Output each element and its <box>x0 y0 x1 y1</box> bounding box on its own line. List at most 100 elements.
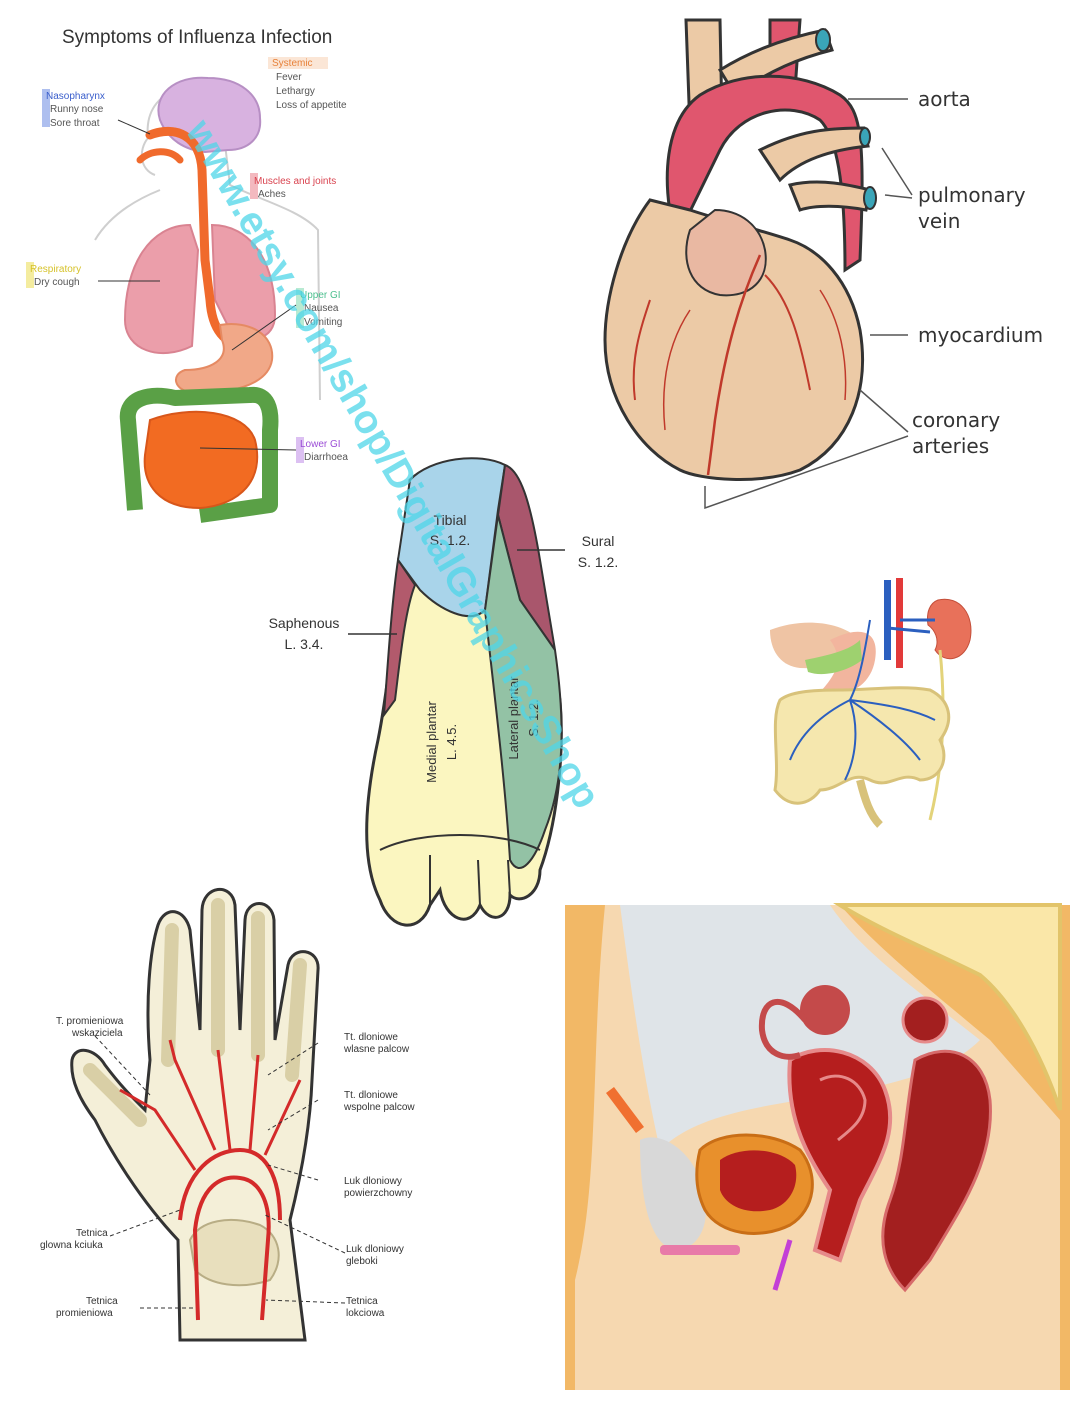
large-intestine <box>119 386 279 523</box>
intestine-lower <box>856 779 883 828</box>
systemic-fever: Fever <box>276 72 302 83</box>
hand-label-5b: glowna kciuka <box>40 1240 103 1251</box>
sural-label-2: S. 1.2. <box>578 554 618 570</box>
coronary-artery-3 <box>632 299 651 401</box>
foot-saphenous <box>382 557 417 719</box>
hand-label-4b: powierzchowny <box>344 1188 412 1199</box>
coronary-label-2: arteries <box>912 434 989 458</box>
systemic-tag <box>268 57 328 69</box>
hand-panel: T. promieniowa wskaziciela Tt. dloniowe … <box>40 887 415 1342</box>
superficial-palmar-arch <box>178 1147 282 1221</box>
pancreas <box>805 640 862 675</box>
coronary-leader-2 <box>704 435 909 510</box>
lower-gi-diarrhoea: Diarrhoea <box>304 452 348 463</box>
respiratory-dry-cough: Dry cough <box>34 277 80 288</box>
muscles-aches: Aches <box>258 189 286 200</box>
kidney <box>927 598 972 660</box>
nasopharynx-tag <box>42 89 50 127</box>
hand-label-3b: wspolne palcow <box>343 1102 415 1113</box>
lower-gi-leader <box>199 447 297 451</box>
coronary-label-1: coronary <box>912 408 1000 432</box>
foot-lateral-plantar <box>483 514 563 869</box>
pulmonary-leader-2 <box>884 194 913 199</box>
upper-gi-tag <box>296 288 304 328</box>
intestine-loops <box>773 686 951 805</box>
coronary-artery-2 <box>764 274 811 391</box>
hand-leaders <box>94 1035 346 1309</box>
urethra <box>660 1245 740 1255</box>
vessel-opening-upper <box>859 127 871 147</box>
nasopharynx-leader <box>117 119 151 135</box>
hand-label-4a: Luk dloniowy <box>344 1176 402 1187</box>
tibial-label-2: S. 1.2. <box>430 532 470 548</box>
lower-gi-heading: Lower GI <box>300 439 341 450</box>
upper-gi-leader <box>231 304 297 351</box>
respiratory-tag <box>26 262 34 288</box>
aorta-vertical <box>896 578 903 668</box>
sacrum <box>833 903 1062 1111</box>
ovary <box>800 985 850 1035</box>
hand-label-8b: lokciowa <box>346 1308 385 1319</box>
tibial-label-1: Tibial <box>434 512 467 528</box>
vessel-opening-lower <box>863 186 877 210</box>
hand-label-5a: Tetnica <box>76 1228 108 1239</box>
uterus-inner <box>819 1074 867 1142</box>
muscles-heading: Muscles and joints <box>254 176 336 187</box>
pulmonary-leader-1 <box>881 147 913 196</box>
renal-vessels <box>887 618 935 634</box>
systemic-lethargy: Lethargy <box>276 86 315 97</box>
mesenteric-veins <box>789 619 936 781</box>
hand-label-3a: Tt. dloniowe <box>344 1090 398 1101</box>
right-atrium <box>685 208 767 297</box>
finger-bones <box>83 898 307 1127</box>
systemic-heading: Systemic <box>272 58 313 69</box>
rectum <box>881 1049 992 1293</box>
deep-palmar-arch <box>192 1175 271 1321</box>
influenza-panel: Symptoms of Influenza Infection Systemic… <box>26 27 348 523</box>
hand-label-2b: wlasne palcow <box>343 1044 410 1055</box>
saphenous-label-2: L. 3.4. <box>285 636 324 652</box>
hand-label-1a: T. promieniowa <box>56 1016 124 1027</box>
nasopharynx-sore-throat: Sore throat <box>50 118 100 129</box>
abdominal-wall-stripe <box>606 1087 644 1133</box>
hand-label-6a: Luk dloniowy <box>346 1244 404 1255</box>
abdominal-vessels-panel <box>770 578 972 828</box>
pelvis-panel <box>565 903 1070 1390</box>
fallopian-tube <box>758 998 808 1060</box>
heart-body <box>603 198 864 481</box>
muscles-tag <box>250 173 258 199</box>
myocardium-label: myocardium <box>918 323 1043 347</box>
lateral-plantar-label-2: S. 1.2. <box>526 699 541 737</box>
small-intestine <box>143 410 259 510</box>
hand-label-1b: wskaziciela <box>71 1028 123 1039</box>
vagina <box>772 1239 793 1291</box>
upper-gi-heading: Upper GI <box>300 290 341 301</box>
lateral-plantar-label-1: Lateral plantar <box>506 676 521 760</box>
influenza-title: Symptoms of Influenza Infection <box>62 27 332 48</box>
hand-label-2a: Tt. dloniowe <box>344 1032 398 1043</box>
medial-plantar-label-1: Medial plantar <box>424 701 439 783</box>
pulmonary-label-1: pulmonary <box>918 183 1026 207</box>
heart-panel: aorta pulmonary vein myocardium coronary… <box>603 18 1043 510</box>
colon-section <box>901 996 949 1044</box>
vessel-opening-top <box>815 28 831 52</box>
respiratory-heading: Respiratory <box>30 264 81 275</box>
pubic-bone <box>640 1137 706 1250</box>
nasopharynx-heading: Nasopharynx <box>46 91 105 102</box>
lower-gi-tag <box>296 437 304 463</box>
aorta-label: aorta <box>918 87 971 111</box>
pulmonary-label-2: vein <box>918 209 960 233</box>
saphenous-label-1: Saphenous <box>269 615 340 631</box>
nasal-cavity <box>136 148 184 164</box>
pulmonary-vein-lower <box>787 180 872 212</box>
hand-label-8a: Tetnica <box>346 1296 378 1307</box>
vena-cava-vertical <box>884 580 891 660</box>
hand-label-6b: gleboki <box>346 1256 378 1267</box>
coronary-leader-1 <box>859 389 909 433</box>
hand-label-7b: promieniowa <box>56 1308 113 1319</box>
systemic-appetite: Loss of appetite <box>276 100 347 111</box>
nasopharynx-runny-nose: Runny nose <box>50 104 104 115</box>
coronary-artery-5 <box>819 289 847 401</box>
hand-label-7a: Tetnica <box>86 1296 118 1307</box>
